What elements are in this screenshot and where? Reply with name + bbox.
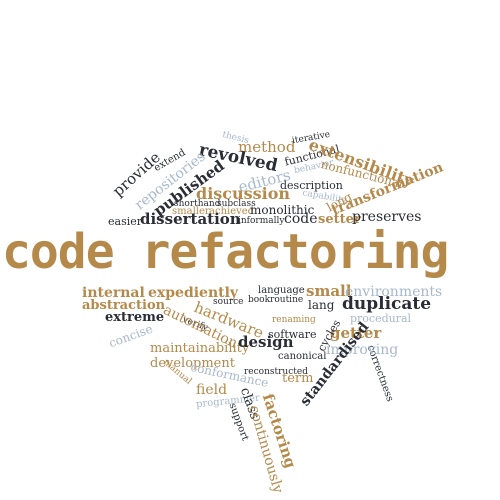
word-improving: improving [326, 342, 399, 358]
word-procedural: procedural [350, 312, 412, 325]
word-source: source [213, 297, 244, 307]
word-field: field [196, 382, 228, 398]
word-achieved: achieved [209, 206, 255, 217]
word-informally: informally [238, 216, 285, 226]
word-duplicate: duplicate [342, 294, 432, 314]
word-maintainability: maintainability [150, 341, 250, 356]
word-setter: setter [318, 212, 361, 227]
word-lang: lang [308, 298, 335, 312]
word-language: language [258, 285, 305, 296]
word-renaming: renaming [272, 315, 316, 325]
word-canonical: canonical [278, 351, 327, 362]
word-abstraction: abstraction [82, 298, 166, 313]
word-design: design [238, 333, 294, 351]
word-software: software [268, 328, 317, 341]
word-description: description [280, 179, 343, 192]
word-dissertation: dissertation [140, 210, 241, 228]
word-getter: getter [330, 324, 382, 342]
word-method: method [238, 138, 296, 156]
word-environments: environments [345, 284, 443, 300]
word-expediently: expediently [148, 285, 239, 301]
word-internal: internal [82, 285, 145, 301]
word-subclass: subclass [217, 199, 256, 209]
word-bookroutine: bookroutine [248, 295, 304, 305]
word-small: small [306, 282, 352, 300]
word-shorthand: shorthand [174, 199, 221, 209]
word-smaller: smaller [172, 206, 210, 217]
word-monolithic: monolithic [250, 203, 315, 217]
word-development: development [150, 356, 235, 371]
word-term: term [282, 371, 314, 386]
word-preserves: preserves [352, 209, 422, 225]
word-code-refactoring: code refactoring [2, 224, 449, 280]
word-discussion: discussion [196, 184, 291, 203]
word-extreme: extreme [105, 310, 165, 325]
word-easier: easier [108, 215, 142, 228]
word-code-small: code [284, 211, 318, 227]
word-concise: concise [106, 321, 155, 351]
word-reconstructed: reconstructed [244, 367, 308, 377]
